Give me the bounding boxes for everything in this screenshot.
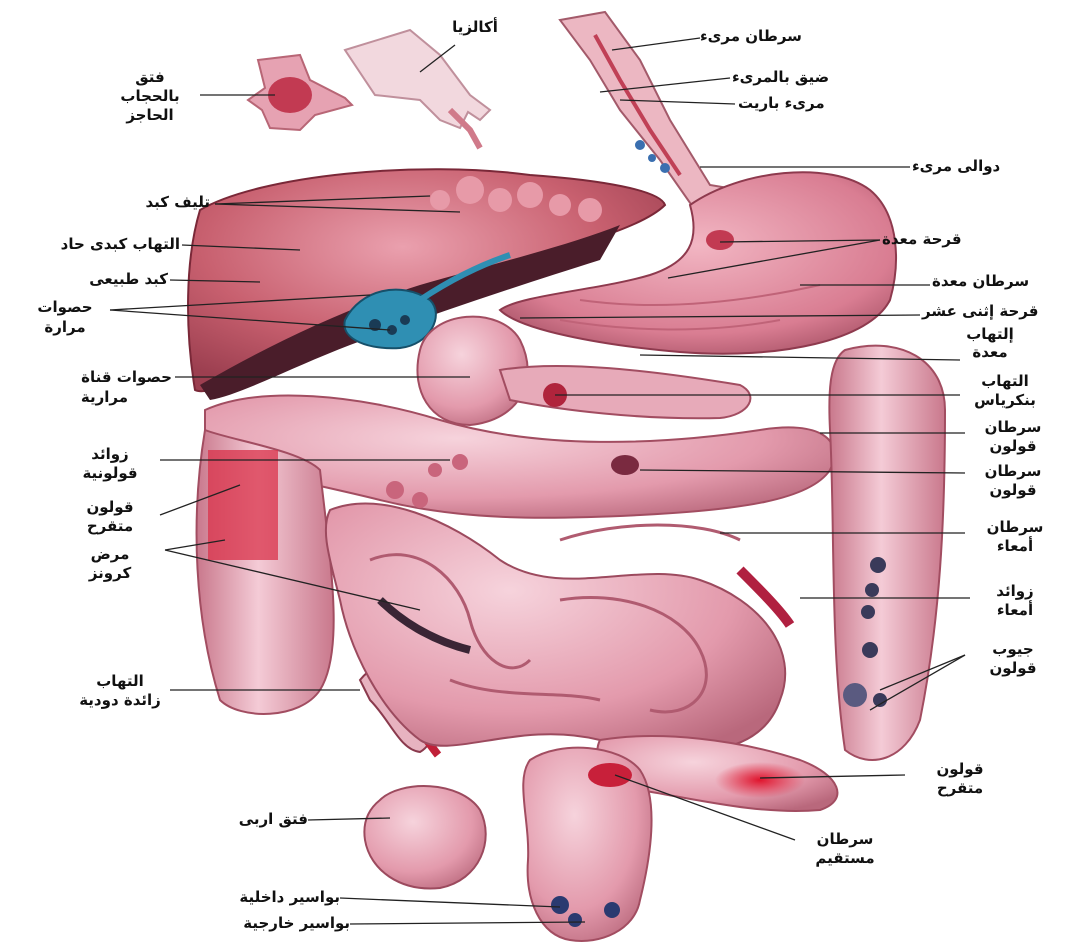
label-gastric-cancer: سرطان معدة [932, 272, 1080, 291]
label-external-hemorrhoids: بواسير خارجية [150, 914, 350, 933]
ascending-colon [197, 430, 334, 714]
label-crohns-2: كرونز [60, 564, 160, 583]
label-achalasia: أكالزيا [425, 18, 525, 37]
label-gastritis-2: معدة [955, 343, 1025, 362]
label-pancreatitis-2: بنكرياس [960, 391, 1050, 410]
label-intestinal-polyps-1: زوائد [970, 582, 1060, 601]
label-rectal-cancer-1: سرطان [790, 830, 900, 849]
label-hiatal-hernia-2: بالحجاب [100, 87, 200, 106]
descending-colon [829, 346, 945, 760]
label-ulcerative-colitis-right-2: متقرح [905, 779, 1015, 798]
rectum [523, 748, 651, 941]
label-barrett-esophagus: مرىء باريت [738, 94, 898, 113]
label-gallstones-2: مرارة [20, 318, 110, 337]
label-ulcerative-colitis-left-1: قولون [60, 498, 160, 517]
hiatal-hernia-specimen [248, 55, 352, 130]
label-inguinal-hernia: فتق اربى [160, 810, 308, 829]
label-ulcerative-colitis-right-1: قولون [905, 760, 1015, 779]
label-bile-duct-stones-2: مرارية [20, 388, 128, 407]
achalasia-specimen [345, 30, 490, 148]
label-gastric-ulcer: قرحة معدة [882, 230, 1062, 249]
label-diverticula-1: جيوب [968, 640, 1058, 659]
label-gallstones-1: حصوات [20, 298, 110, 317]
label-colon-polyps-1: زوائد [60, 445, 160, 464]
label-colon-cancer-b-2: قولون [968, 481, 1058, 500]
label-rectal-cancer-2: مستقيم [790, 849, 900, 868]
label-appendicitis-2: زائدة دودية [60, 691, 180, 710]
label-bile-duct-stones-1: حصوات قناة [20, 368, 172, 387]
label-colon-cancer-a-2: قولون [968, 437, 1058, 456]
label-pancreatitis-1: التهاب [960, 372, 1050, 391]
label-hiatal-hernia-1: فتق [100, 68, 200, 87]
label-esophageal-cancer: سرطان مرىء [700, 27, 880, 46]
inguinal-hernia-sac [364, 786, 485, 888]
label-colon-cancer-b-1: سرطان [968, 462, 1058, 481]
label-colon-polyps-2: قولونية [60, 464, 160, 483]
label-crohns-1: مرض [60, 545, 160, 564]
label-diverticula-2: قولون [968, 659, 1058, 678]
label-normal-liver: كبد طبيعى [20, 270, 168, 289]
label-ulcerative-colitis-left-2: متقرح [60, 517, 160, 536]
label-intestinal-cancer-1: سرطان [970, 518, 1060, 537]
label-intestinal-polyps-2: أمعاء [970, 601, 1060, 620]
label-esophageal-varices: دوالى مرىء [912, 157, 1072, 176]
label-hiatal-hernia-3: الحاجز [100, 106, 200, 125]
label-acute-hepatitis: التهاب كبدى حاد [0, 235, 180, 254]
label-gastritis-1: إلتهاب [955, 325, 1025, 344]
label-intestinal-cancer-2: أمعاء [970, 537, 1060, 556]
label-internal-hemorrhoids: بواسير داخلية [150, 888, 340, 907]
small-intestine [326, 504, 790, 752]
label-appendicitis-1: التهاب [60, 672, 180, 691]
label-liver-cirrhosis: تليف كبد [60, 193, 210, 212]
label-colon-cancer-a-1: سرطان [968, 418, 1058, 437]
label-esophageal-stricture: ضيق بالمرىء [732, 68, 892, 87]
label-duodenal-ulcer: قرحة إثنى عشر [922, 302, 1080, 321]
